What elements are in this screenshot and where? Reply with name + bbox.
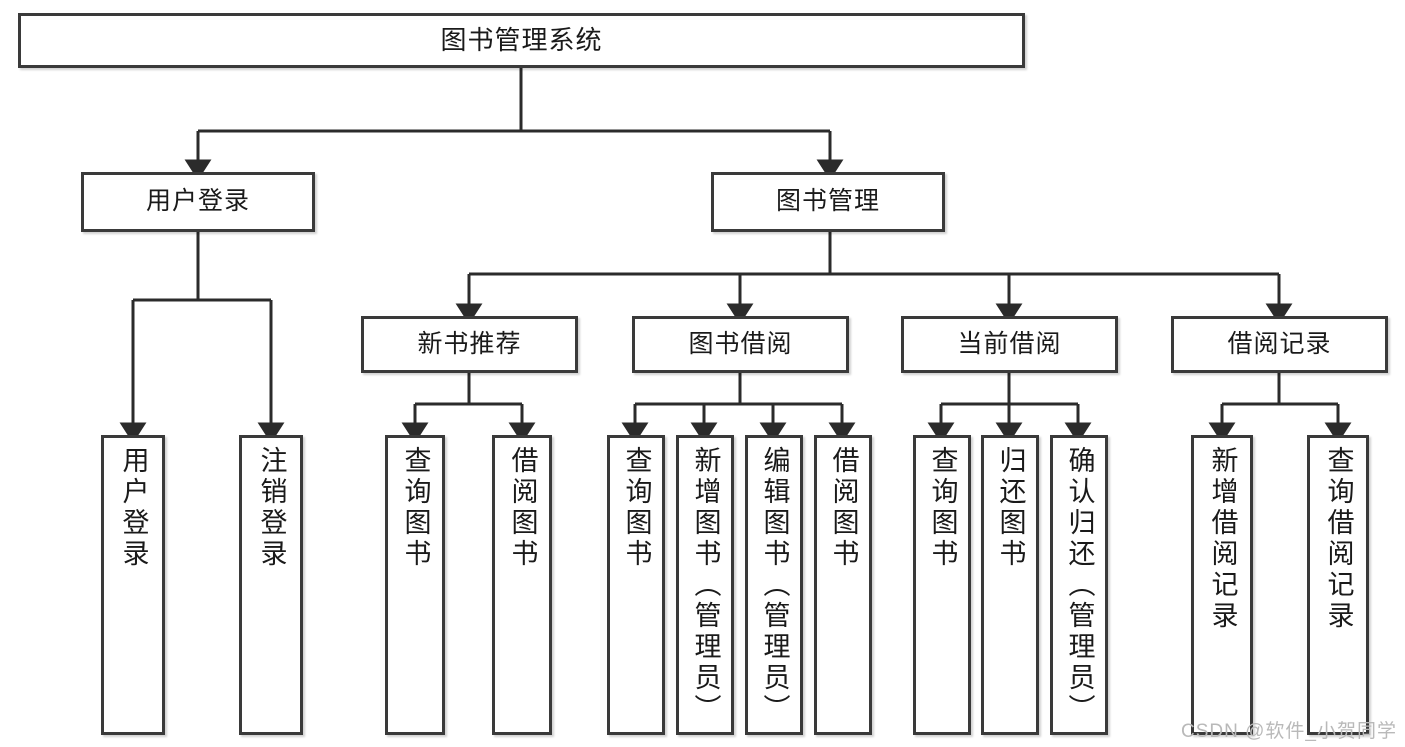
node-new-book-recommend[interactable]: 新书推荐 — [361, 316, 578, 373]
node-leaf-query-book-1[interactable]: 查询图书 — [385, 435, 445, 735]
node-book-manage-label: 图书管理 — [775, 187, 880, 216]
csdn-watermark: CSDN @软件_小贺同学 — [1181, 721, 1397, 742]
node-book-borrow-label: 图书借阅 — [688, 329, 793, 358]
node-current-borrow[interactable]: 当前借阅 — [901, 316, 1118, 373]
node-leaf-add-book-label: 新增图书（管理员） — [690, 446, 721, 725]
node-leaf-logout-login[interactable]: 注销登录 — [239, 435, 303, 735]
node-leaf-borrow-book-1[interactable]: 借阅图书 — [492, 435, 552, 735]
node-leaf-query-book-2-label: 查询图书 — [621, 446, 652, 570]
node-leaf-query-book-2[interactable]: 查询图书 — [607, 435, 665, 735]
node-leaf-add-record[interactable]: 新增借阅记录 — [1191, 435, 1253, 735]
node-leaf-query-book-1-label: 查询图书 — [400, 446, 431, 570]
node-leaf-edit-book-label: 编辑图书（管理员） — [759, 446, 790, 725]
node-leaf-borrow-book-2-label: 借阅图书 — [828, 446, 859, 570]
node-leaf-query-book-3-label: 查询图书 — [927, 446, 958, 570]
node-leaf-edit-book[interactable]: 编辑图书（管理员） — [745, 435, 803, 735]
node-new-book-recommend-label: 新书推荐 — [417, 329, 522, 358]
node-book-borrow[interactable]: 图书借阅 — [632, 316, 849, 373]
node-borrow-record-label: 借阅记录 — [1227, 329, 1332, 358]
node-leaf-confirm-return-label: 确认归还（管理员） — [1064, 446, 1095, 725]
node-leaf-user-login[interactable]: 用户登录 — [101, 435, 165, 735]
node-root[interactable]: 图书管理系统 — [18, 13, 1025, 68]
node-book-manage[interactable]: 图书管理 — [711, 172, 945, 232]
node-leaf-add-book[interactable]: 新增图书（管理员） — [676, 435, 734, 735]
node-leaf-borrow-book-1-label: 借阅图书 — [507, 446, 538, 570]
node-borrow-record[interactable]: 借阅记录 — [1171, 316, 1388, 373]
node-user-login-label: 用户登录 — [145, 187, 250, 216]
node-leaf-return-book[interactable]: 归还图书 — [981, 435, 1039, 735]
node-leaf-return-book-label: 归还图书 — [995, 446, 1026, 570]
node-leaf-user-login-label: 用户登录 — [118, 446, 149, 570]
node-leaf-add-record-label: 新增借阅记录 — [1207, 446, 1238, 632]
node-current-borrow-label: 当前借阅 — [957, 329, 1062, 358]
node-leaf-borrow-book-2[interactable]: 借阅图书 — [814, 435, 872, 735]
node-leaf-query-book-3[interactable]: 查询图书 — [913, 435, 971, 735]
node-leaf-logout-login-label: 注销登录 — [256, 446, 287, 570]
node-leaf-query-record-label: 查询借阅记录 — [1323, 446, 1354, 632]
node-root-label: 图书管理系统 — [440, 25, 603, 56]
node-leaf-query-record[interactable]: 查询借阅记录 — [1307, 435, 1369, 735]
node-user-login[interactable]: 用户登录 — [81, 172, 315, 232]
node-leaf-confirm-return[interactable]: 确认归还（管理员） — [1050, 435, 1108, 735]
